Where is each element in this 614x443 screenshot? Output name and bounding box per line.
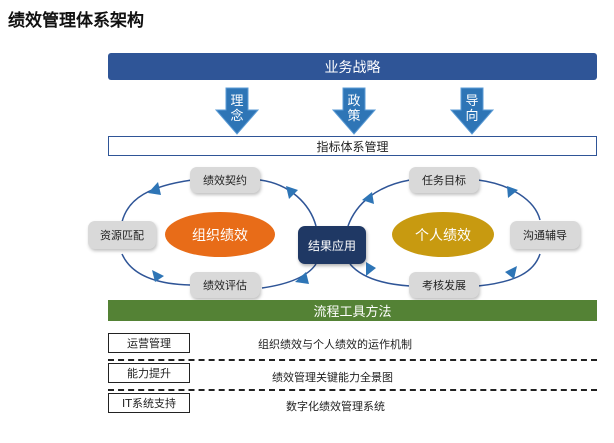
strategy-banner: 业务战略: [108, 53, 597, 80]
coaching-node: 沟通辅导: [510, 221, 580, 249]
left-loop-top-right: [259, 179, 317, 227]
tools-bar: 流程工具方法: [108, 300, 597, 321]
left-loop-bottom-right: [261, 263, 317, 289]
row-desc-it-support: 数字化绩效管理系统: [286, 400, 385, 413]
row-label-operations: 运营管理: [108, 333, 190, 353]
evaluation-node: 绩效评估: [190, 272, 260, 298]
personal-performance-ellipse: 个人绩效: [392, 212, 494, 257]
right-loop-arrowhead-3: [505, 266, 517, 279]
assessment-node: 考核发展: [409, 272, 479, 298]
index-system-bar: 指标体系管理: [108, 136, 597, 156]
arrow-concept-label: 理念: [230, 94, 244, 124]
right-loop-top-right: [477, 179, 541, 221]
left-loop-arrowhead-2: [286, 186, 298, 199]
page-title: 绩效管理体系架构: [8, 11, 144, 31]
contract-node: 绩效契约: [190, 167, 260, 193]
left-loop-arrowhead-4: [152, 270, 164, 282]
row-divider: [108, 359, 597, 361]
arrow-guidance-label: 导向: [465, 94, 479, 124]
row-label-it-support: IT系统支持: [108, 393, 190, 413]
row-divider: [108, 389, 597, 391]
right-loop-arrowhead-4: [366, 262, 376, 276]
left-loop-arrowhead-3: [295, 272, 309, 284]
resource-node: 资源匹配: [88, 221, 156, 249]
row-label-capability: 能力提升: [108, 363, 190, 383]
row-desc-capability: 绩效管理关键能力全景图: [272, 371, 393, 384]
right-loop-arrowhead-1: [362, 192, 374, 204]
left-loop-top-left: [121, 179, 193, 223]
left-loop-arrowhead-1: [148, 182, 161, 195]
right-loop-bottom-right: [477, 253, 541, 287]
arrow-policy: [331, 87, 377, 135]
left-loop-bottom-left: [121, 253, 191, 286]
org-performance-ellipse: 组织绩效: [165, 212, 275, 257]
right-loop-arrowhead-2: [507, 186, 518, 198]
right-loop-top-left: [347, 179, 411, 227]
row-desc-operations: 组织绩效与个人绩效的运作机制: [258, 338, 412, 351]
arrow-guidance: [449, 87, 495, 135]
result-application-box: 结果应用: [298, 226, 366, 264]
target-node: 任务目标: [409, 167, 479, 193]
arrow-concept: [214, 87, 260, 135]
right-loop-bottom-left: [349, 263, 411, 287]
arrow-policy-label: 政策: [347, 94, 361, 124]
